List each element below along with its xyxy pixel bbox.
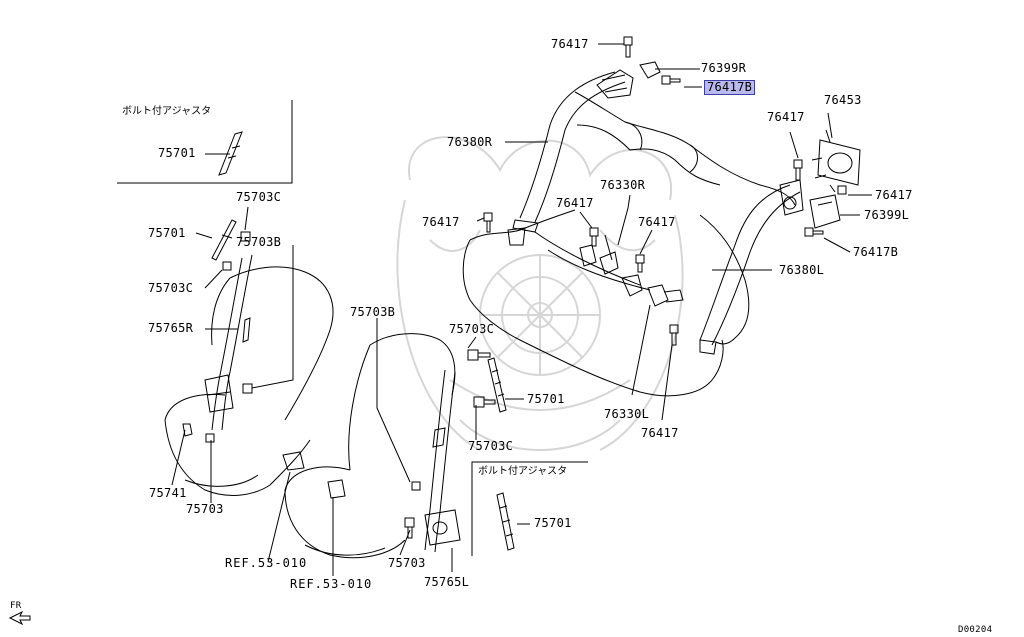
adjuster-box-top-left: [117, 100, 293, 184]
label-75703B-center: 75703B: [350, 305, 396, 319]
label-76417-right-mid: 76417: [875, 188, 913, 202]
adjuster-75701-left: [211, 219, 237, 261]
label-76330L: 76330L: [604, 407, 650, 421]
label-75703-center: 75703: [388, 556, 426, 570]
label-75703-left: 75703: [186, 502, 224, 516]
bolts-centerseat: [404, 349, 496, 539]
adjuster-75701-center: [487, 357, 507, 413]
left-seat-frame: [164, 266, 334, 496]
label-75765L: 75765L: [424, 575, 470, 589]
belt-76380L: [699, 179, 804, 355]
label-76417-center-right: 76417: [638, 215, 676, 229]
bracket-76399L: [809, 194, 841, 229]
label-76417B-right: 76417B: [853, 245, 899, 259]
retractor-76453: [811, 129, 861, 193]
label-76417-left-mid: 76417: [422, 215, 460, 229]
label-76330R: 76330R: [600, 178, 646, 192]
label-76417-bottom: 76417: [641, 426, 679, 440]
label-75703C-left-bottom: 75703C: [148, 281, 194, 295]
rear-seat-back: [462, 91, 796, 397]
label-75703C-left-top: 75703C: [236, 190, 282, 204]
label-75703C-center-top: 75703C: [449, 322, 495, 336]
buckle-76330L: [621, 274, 684, 307]
label-75701-box2: 75701: [534, 516, 572, 530]
label-75703B-left: 75703B: [236, 235, 282, 249]
diagram-code: D00204: [958, 625, 993, 635]
label-ref-53-010-b: REF.53-010: [290, 577, 373, 591]
front-arrow-icon: [8, 610, 31, 626]
label-75701-box1: 75701: [158, 146, 196, 160]
bolts-center: [483, 36, 681, 346]
label-76417-center-mid: 76417: [556, 196, 594, 210]
label-75703C-center-bottom: 75703C: [468, 439, 514, 453]
label-76453: 76453: [824, 93, 862, 107]
center-seat-frame: [282, 333, 456, 559]
label-76380R: 76380R: [447, 135, 493, 149]
label-75765R: 75765R: [148, 321, 194, 335]
belt-76380R: [507, 69, 634, 246]
label-76399L: 76399L: [864, 208, 910, 222]
adjuster-box-title-2: ボルト付アジャスタ: [478, 466, 568, 477]
label-76380L: 76380L: [779, 263, 825, 277]
label-76417-right-upper: 76417: [767, 110, 805, 124]
label-75701-left: 75701: [148, 226, 186, 240]
adjuster-box-bottom-right: [471, 461, 588, 556]
label-76417-top: 76417: [551, 37, 589, 51]
watermark-emblem: [396, 136, 684, 451]
label-75701-center: 75701: [527, 392, 565, 406]
label-76399R: 76399R: [701, 61, 747, 75]
belt-75765R: [204, 254, 253, 431]
label-76417B-highlighted[interactable]: 76417B: [704, 80, 756, 95]
leader-lines: [171, 43, 872, 576]
adjuster-box-title-1: ボルト付アジャスタ: [122, 106, 212, 117]
buckle-76330R: [579, 234, 619, 275]
belt-75765L: [424, 369, 461, 553]
label-75741: 75741: [149, 486, 187, 500]
bolts-right: [793, 159, 847, 237]
label-ref-53-010-a: REF.53-010: [225, 556, 308, 570]
label-front: FR: [10, 601, 22, 611]
